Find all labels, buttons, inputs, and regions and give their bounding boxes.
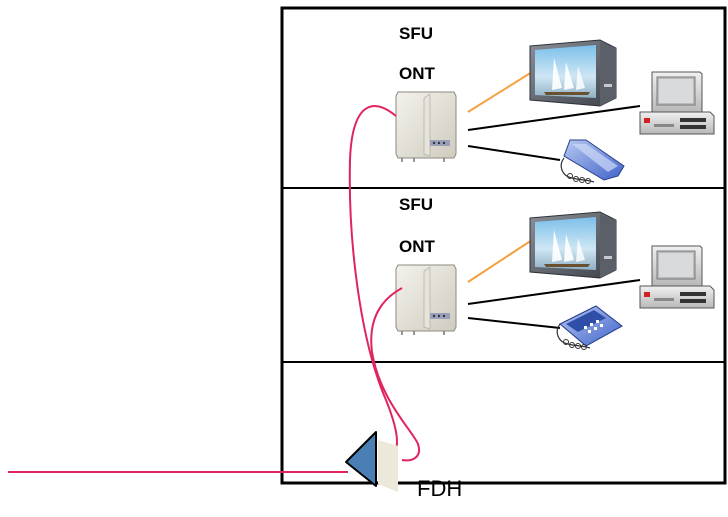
floor-2-label-ont: ONT (399, 237, 435, 256)
building-frame (280, 6, 727, 485)
data-link-1 (467, 105, 641, 131)
phone-icon (560, 139, 625, 185)
ont-icon (395, 264, 457, 336)
video-link-2 (467, 239, 533, 283)
computer-icon (639, 71, 715, 135)
video-link-1 (467, 71, 533, 113)
floor-1-label-ont: ONT (399, 64, 435, 83)
fdh-label: FDH (417, 476, 463, 501)
drop-fiber-1 (348, 105, 398, 457)
phone-icon (556, 305, 623, 351)
tv-icon (529, 211, 617, 279)
voice-link-2 (467, 317, 561, 329)
ont-icon (395, 91, 457, 163)
drop-fiber-2 (370, 287, 420, 462)
computer-icon (639, 245, 715, 309)
tv-icon (529, 39, 617, 107)
floor-1-label-sfu: SFU (399, 24, 433, 43)
voice-link-1 (467, 145, 561, 161)
floor-2-label-sfu: SFU (399, 195, 433, 214)
data-link-2 (467, 279, 641, 305)
fdh-icon (345, 431, 398, 492)
